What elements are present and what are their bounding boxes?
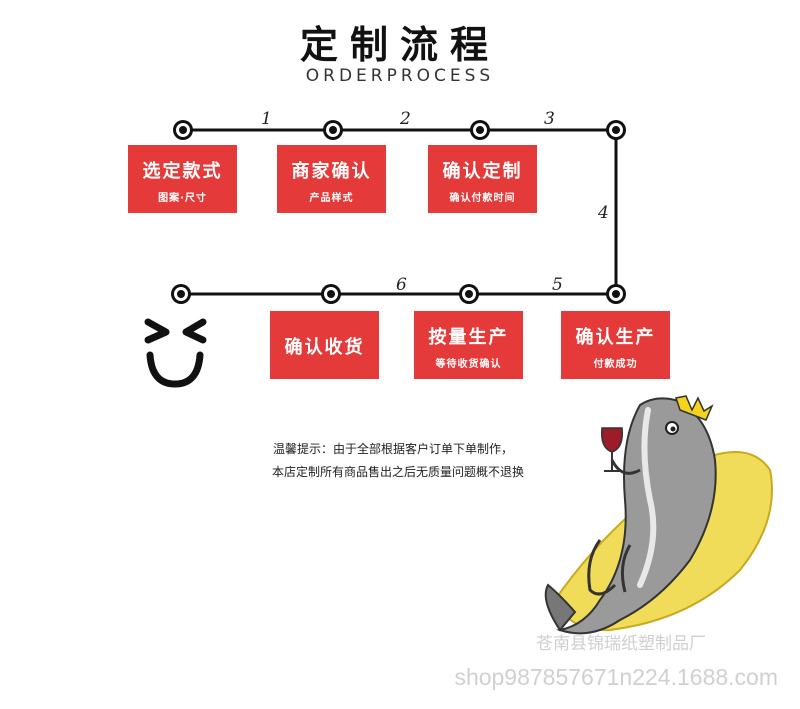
step-number-4: 4 [598, 203, 609, 223]
node-1 [173, 120, 193, 140]
step-label: 选定款式 [142, 161, 223, 182]
node-4 [606, 120, 626, 140]
step-number-6: 6 [396, 275, 407, 295]
step-box-select-style: 选定款式 图案·尺寸 [128, 145, 237, 213]
flow-nodes [171, 120, 626, 304]
notice-line-1: 温馨提示：由于全部根据客户订单下单制作， [272, 442, 513, 456]
fish-king-illustration [544, 395, 773, 635]
node-6 [459, 284, 479, 304]
step-label: 按量生产 [428, 327, 509, 348]
shop-watermark: shop987857671n224.1688.com [454, 664, 778, 690]
smiley-face-icon [144, 318, 207, 388]
factory-watermark: 苍南县锦瑞纸塑制品厂 [536, 634, 706, 654]
step-label: 商家确认 [291, 161, 372, 182]
step-box-batch-production: 按量生产 等待收货确认 [414, 311, 523, 379]
node-7 [321, 284, 341, 304]
step-sublabel: 图案·尺寸 [158, 193, 207, 204]
step-sublabel: 付款成功 [593, 359, 638, 370]
step-sublabel: 确认付款时间 [449, 193, 516, 204]
node-2 [323, 120, 343, 140]
node-3 [470, 120, 490, 140]
step-box-confirm-production: 确认生产 付款成功 [561, 311, 670, 379]
step-number-5: 5 [552, 275, 563, 295]
step-number-2: 2 [400, 109, 411, 129]
step-label: 确认定制 [442, 161, 523, 182]
step-box-merchant-confirm: 商家确认 产品样式 [277, 145, 386, 213]
step-box-confirm-custom: 确认定制 确认付款时间 [428, 145, 537, 213]
step-number-3: 3 [544, 109, 555, 129]
step-label: 确认收货 [284, 337, 365, 358]
connector-lines [181, 128, 618, 296]
step-number-1: 1 [261, 109, 272, 129]
step-box-confirm-receipt: 确认收货 [270, 311, 379, 379]
node-8 [171, 284, 191, 304]
page-subtitle: ORDERPROCESS [305, 66, 495, 86]
page-title: 定制流程 [299, 22, 500, 67]
node-5 [606, 284, 626, 304]
step-sublabel: 等待收货确认 [435, 359, 502, 370]
step-sublabel: 产品样式 [309, 193, 354, 204]
notice-line-2: 本店定制所有商品售出之后无质量问题概不退换 [271, 465, 524, 479]
step-label: 确认生产 [575, 327, 656, 348]
